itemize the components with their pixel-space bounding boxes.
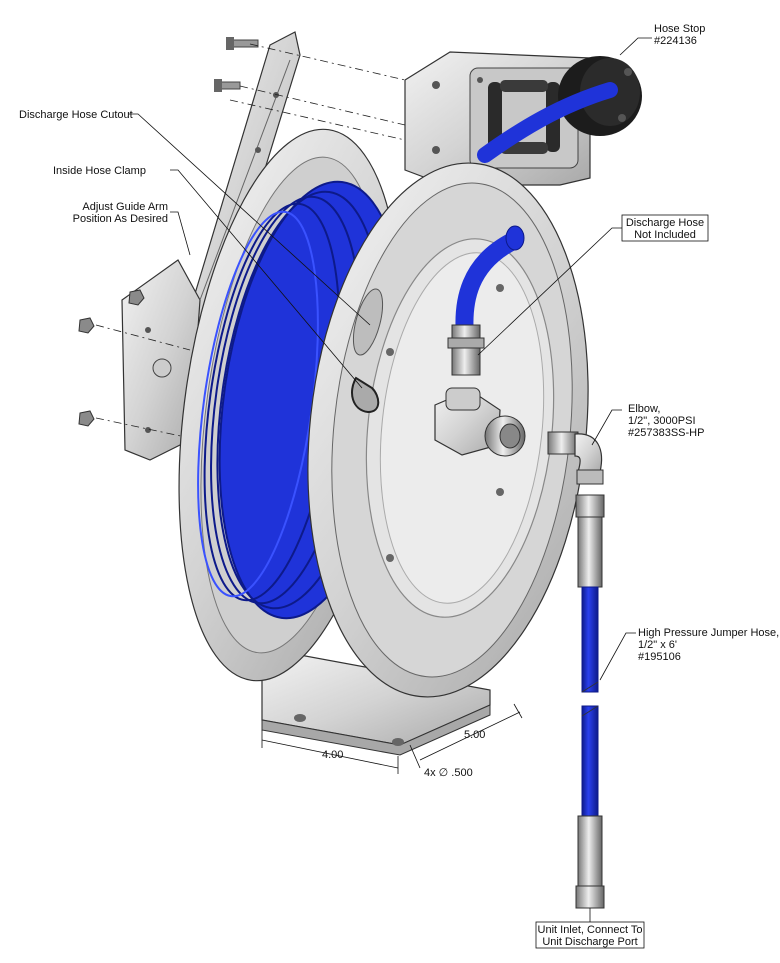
hole-count-label: 4x ∅ .500 [424,767,473,779]
dimension-depth-label: 5.00 [464,729,485,741]
label-line: Elbow, [628,403,660,415]
fastener-nut [78,317,95,334]
leader-discharge-cutout [128,113,371,326]
label-line: Position As Desired [73,213,168,225]
label-line: Unit Discharge Port [542,936,637,948]
label-line: High Pressure Jumper Hose, [638,627,779,639]
assembly-line [249,43,406,81]
leader-guide-arm [170,211,191,256]
leader-elbow [591,409,622,446]
guide-rollers [488,80,560,154]
leader-hose-stop [619,37,652,56]
label-line: Discharge Hose Cutout [19,109,133,121]
leader-jumper-hose [599,632,636,681]
fastener-bolt [214,79,241,92]
dimension-width-label: 4.00 [322,749,343,761]
inside-hose-clamp [351,376,380,414]
label-line: Unit Inlet, Connect To [538,924,643,936]
fastener-nut [128,289,145,306]
label-line: Hose Stop [654,23,705,35]
label-line: Not Included [634,229,696,241]
fastener-nut [78,410,95,427]
discharge-hose-cutout [352,288,384,356]
label-line: Inside Hose Clamp [53,165,146,177]
reel-base [261,654,491,756]
discharge-hose-cutout-label: Discharge Hose Cutout [19,109,133,121]
assembly-line [95,324,191,351]
elbow-fitting [547,431,604,485]
label-line: #195106 [638,651,681,663]
label-line: #257383SS-HP [628,427,704,439]
unit-inlet-label-box [535,921,645,949]
elbow-label: Elbow,1/2", 3000PSI#257383SS-HP [628,403,704,439]
assembly-line [229,99,406,141]
label-line: Adjust Guide Arm [82,201,168,213]
swivel-fitting [434,324,526,457]
fastener-bolt [226,37,259,50]
leader-holes [409,744,421,769]
jumper-hose [575,494,605,909]
label-line: 1/2" x 6' [638,639,677,651]
hose-stop-label: Hose Stop#224136 [654,23,705,47]
assembly-line [95,417,191,439]
hose-to-stop [477,82,618,163]
dimension-width [261,730,399,774]
discharge-hose-label-box [621,214,709,242]
label-line: 1/2", 3000PSI [628,415,696,427]
leader-inside-clamp [170,169,363,389]
jumper-hose-label: High Pressure Jumper Hose,1/2" x 6'#1951… [638,627,779,663]
dimension-depth [419,703,523,761]
inside-hose-clamp-label: Inside Hose Clamp [53,165,146,177]
leader-discharge-hose [477,227,622,356]
label-line: Discharge Hose [626,217,704,229]
assembly-line [239,85,406,126]
label-line: #224136 [654,35,697,47]
